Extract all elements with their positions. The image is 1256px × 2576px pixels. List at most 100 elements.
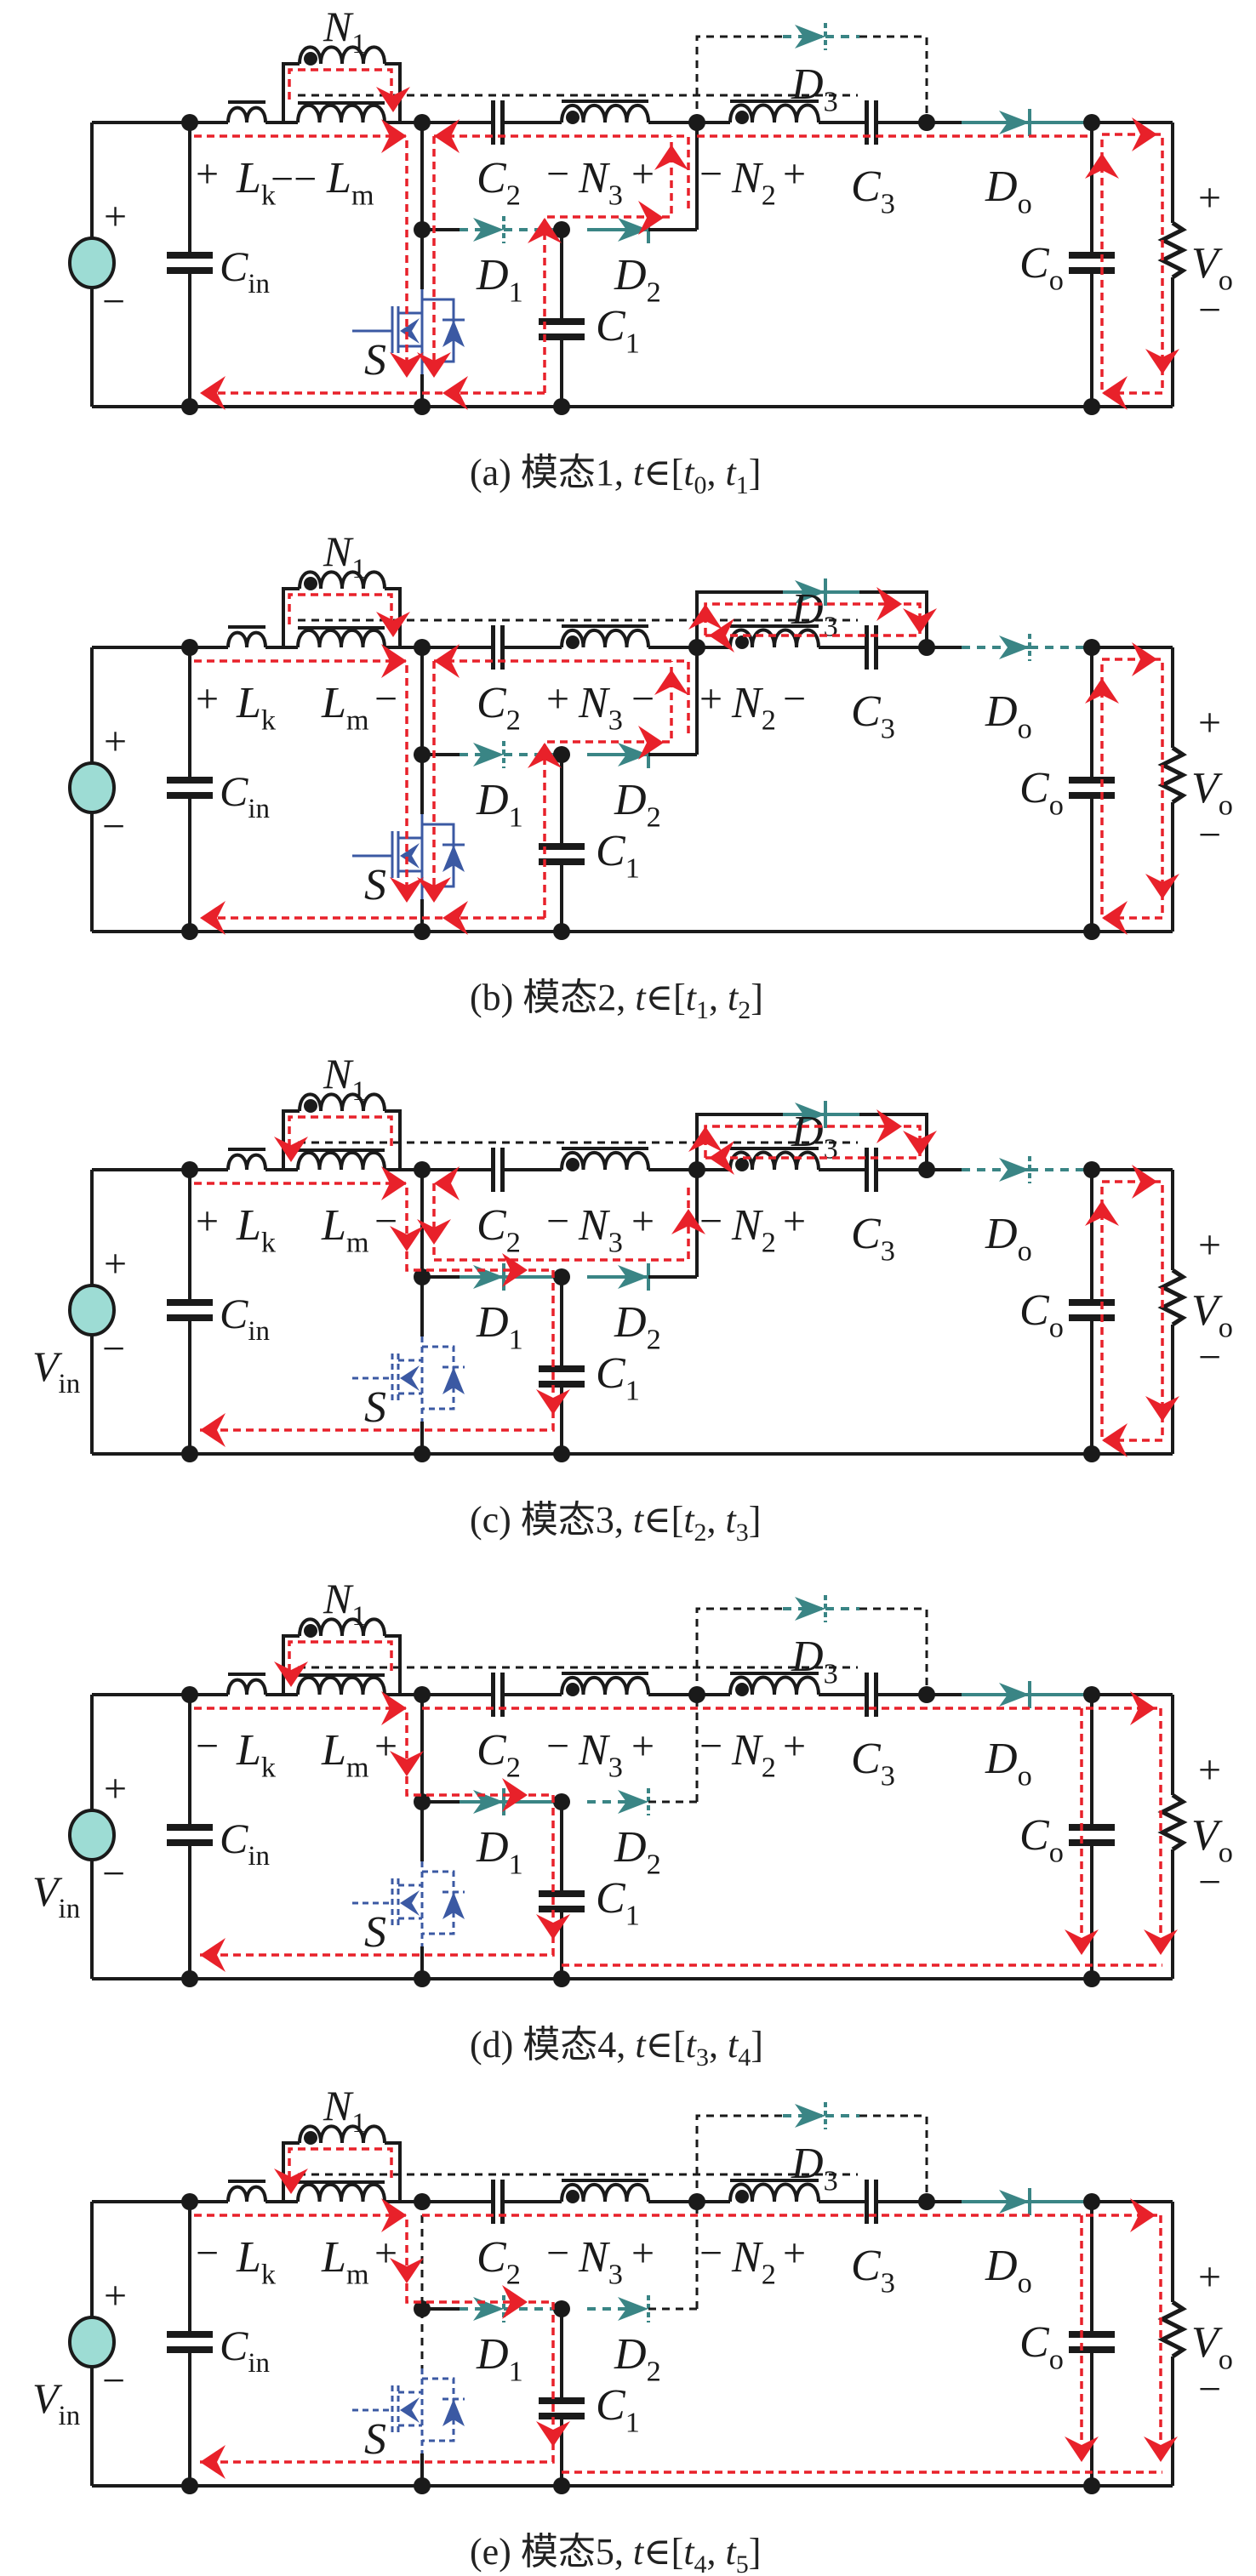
label-subscript: o	[1219, 1312, 1233, 1344]
label-main: D	[791, 1633, 824, 1681]
polarity-dot-icon	[735, 111, 749, 124]
diode-arrow-icon	[618, 1265, 648, 1289]
capacitor-plate	[1069, 2331, 1115, 2338]
label-main: C	[477, 2233, 507, 2282]
polarity-dot-icon	[735, 1158, 749, 1171]
lk-label: Lk	[236, 154, 277, 212]
capacitor-plate	[491, 100, 495, 145]
capacitor-c3	[865, 1148, 878, 1192]
diode-d2	[587, 1788, 650, 1815]
label-subscript: 3	[881, 1235, 895, 1268]
current-arrow-icon	[390, 1751, 424, 1776]
label-subscript: 2	[762, 1752, 776, 1784]
current-arrow-icon	[274, 1661, 308, 1687]
diode-arrow-icon	[999, 1158, 1030, 1182]
inductor-lk	[226, 625, 267, 648]
label-main: D	[476, 776, 509, 824]
current-path	[288, 593, 393, 624]
current-arrow-icon	[1144, 2436, 1178, 2462]
mosfet-body-arrow-icon	[400, 1365, 420, 1391]
capacitor-plate	[1069, 267, 1115, 274]
label-subscript: m	[346, 704, 369, 737]
current-path	[194, 1707, 553, 1797]
n3-polarity-left: −	[546, 2231, 569, 2276]
n2-label: N2	[731, 1201, 776, 1259]
current-path	[194, 659, 408, 899]
current-path	[288, 2147, 393, 2179]
mosfet-body-arrow-icon	[400, 2397, 420, 2423]
winding-n1	[298, 2124, 386, 2145]
current-arrow-icon	[1145, 349, 1179, 374]
n3-polarity-left: −	[546, 1724, 569, 1769]
label-subscript: 2	[506, 180, 521, 212]
label-main: L	[236, 154, 261, 202]
current-arrow-icon	[502, 1778, 528, 1812]
junction-node	[181, 398, 198, 415]
winding-coil	[296, 629, 386, 648]
source-plus-sign: +	[104, 194, 127, 239]
caption-s0: 3	[696, 2043, 709, 2072]
caption-in: ∈[	[643, 2531, 683, 2573]
co-label: Co	[1019, 2318, 1064, 2376]
capacitor-plate	[167, 267, 213, 274]
current-arrow-icon	[417, 877, 451, 903]
source-plus-sign: +	[104, 719, 127, 764]
current-arrow-icon	[502, 1253, 528, 1287]
label-subscript: 3	[608, 2259, 623, 2291]
caption-t: t	[633, 2531, 645, 2573]
label-main: D	[791, 585, 824, 634]
winding-n2	[728, 2179, 820, 2203]
capacitor-c3	[865, 100, 878, 145]
winding-coil	[226, 105, 267, 123]
diode-d1	[460, 216, 505, 243]
body-diode-branch	[422, 298, 455, 363]
caption-t1: t	[726, 2531, 738, 2573]
winding-coil	[298, 2124, 386, 2144]
current-arrow-icon	[376, 87, 410, 112]
d1-label: D1	[476, 2330, 523, 2388]
output-plus-sign: +	[1198, 1222, 1221, 1268]
label-subscript: 3	[881, 188, 895, 220]
label-subscript: in	[59, 2401, 81, 2431]
n3-polarity-right: +	[631, 1724, 654, 1769]
junction-node	[553, 398, 570, 415]
junction-node	[181, 2477, 198, 2494]
wire	[695, 1607, 783, 1695]
diode-arrow-icon	[618, 218, 648, 242]
caption-t: t	[633, 1499, 645, 1541]
label-subscript: 3	[824, 611, 838, 643]
vo-label: Vo	[1191, 2318, 1233, 2376]
capacitor-c1	[539, 318, 585, 340]
s-label: S	[364, 1383, 386, 1432]
diode-d3	[783, 1595, 827, 1622]
capacitor-c3	[865, 2180, 878, 2224]
capacitor-plate	[500, 1148, 505, 1192]
source-minus-sign: −	[102, 804, 125, 849]
label-main: D	[985, 1735, 1018, 1783]
co-label: Co	[1019, 239, 1064, 297]
label-subscript: o	[1219, 789, 1233, 822]
current-path	[200, 1270, 555, 1432]
junction-node	[553, 923, 570, 940]
current-arrow-icon	[502, 2285, 528, 2319]
n3-polarity-left: +	[546, 676, 569, 721]
cin-label: Cin	[220, 2322, 270, 2379]
label-main: N	[323, 1050, 354, 1097]
label-subscript: 2	[762, 1227, 776, 1259]
caption-end: ]	[751, 2024, 763, 2066]
wire	[282, 587, 300, 647]
lk-polarity-plus: +	[196, 151, 219, 197]
caption-end: ]	[749, 452, 762, 493]
current-arrow-icon	[417, 1219, 451, 1245]
c2-label: C2	[477, 2233, 521, 2291]
voltage-source-icon	[68, 237, 116, 289]
diode-do	[962, 1156, 1031, 1183]
junction-node	[181, 1970, 198, 1987]
source-plus-sign: +	[104, 1766, 127, 1811]
label-subscript: 2	[647, 1849, 661, 1881]
c1-label: C1	[596, 827, 640, 885]
label-subscript: o	[1018, 713, 1032, 745]
capacitor-plate	[539, 1906, 585, 1912]
c3-label: C3	[851, 162, 895, 220]
